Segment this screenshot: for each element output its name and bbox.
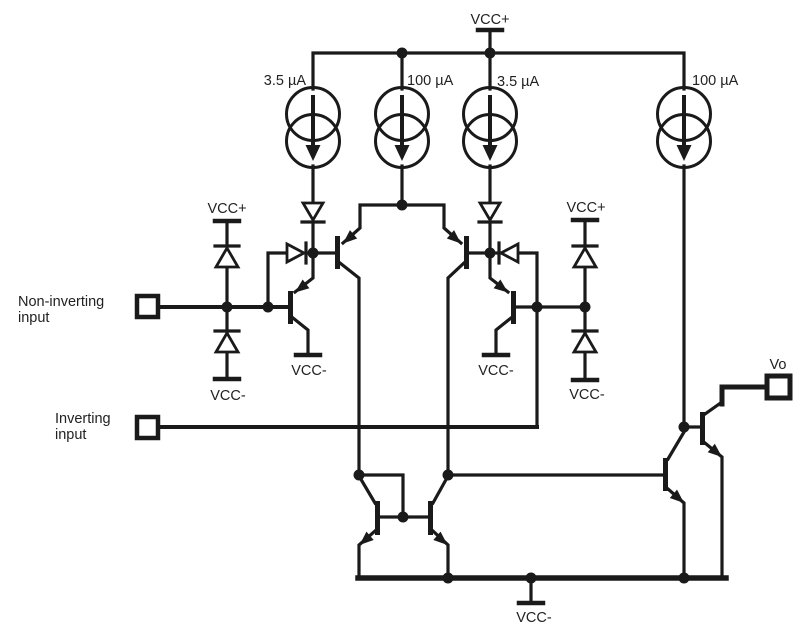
junction-dot xyxy=(484,47,496,59)
junction-dot xyxy=(442,469,454,481)
input-pnp-right-bar xyxy=(511,291,516,324)
protection-diode-right-lower xyxy=(571,329,599,354)
junction-dot xyxy=(397,511,409,523)
protection-diode-left-upper xyxy=(213,244,241,269)
label-current-source-2: 100 µA xyxy=(407,73,454,89)
vo-wire xyxy=(719,384,769,407)
junction-dot xyxy=(442,572,454,584)
current-sources xyxy=(285,86,712,169)
protection-diode-left-lower xyxy=(213,329,241,354)
clamp-left-anode-wire xyxy=(266,251,289,309)
emitter-arrows xyxy=(295,230,722,545)
inverting-input-pad xyxy=(134,414,161,441)
mirror-npn-right-bar xyxy=(428,501,433,535)
mirror-right-collector-wire xyxy=(430,473,451,506)
input-left-collector-wire xyxy=(290,315,310,357)
label-output-vo: Vo xyxy=(770,357,787,373)
diff-collector-left-wire xyxy=(337,260,361,477)
junction-dot xyxy=(531,301,543,313)
noninverting-input-pad xyxy=(134,293,161,320)
label-vcc-minus-left-chain: VCC- xyxy=(210,388,246,404)
power-bars xyxy=(212,27,600,606)
label-vcc-minus-right-chain: VCC- xyxy=(569,387,605,403)
npn-arrow-icon xyxy=(669,489,684,503)
label-vcc-minus-bottom: VCC- xyxy=(516,610,552,626)
current-source-4 xyxy=(656,86,712,169)
pnp-arrow-icon xyxy=(343,230,358,244)
top-rail xyxy=(311,51,686,91)
diodes xyxy=(213,201,599,354)
label-current-source-1: 3.5 µA xyxy=(264,73,307,89)
mirror-npn-left-bar xyxy=(375,501,380,535)
label-noninverting-input-line1: Non-inverting xyxy=(18,294,104,310)
junction-dot xyxy=(484,247,496,259)
label-inverting-input-line2: input xyxy=(55,427,86,443)
junction-dot xyxy=(307,247,319,259)
mirror-tie-wire xyxy=(357,473,405,519)
clamp-right-anode-wire xyxy=(516,251,539,429)
junction-dot xyxy=(396,47,408,59)
label-vcc-plus-top: VCC+ xyxy=(470,12,509,28)
label-vcc-plus-right: VCC+ xyxy=(566,200,605,216)
junction-dot xyxy=(678,572,690,584)
output-upper-collector-wire xyxy=(702,399,725,417)
label-current-source-4: 100 µA xyxy=(692,73,739,89)
arrow-down-icon xyxy=(305,145,321,161)
label-vcc-plus-left: VCC+ xyxy=(207,201,246,217)
label-vcc-minus-left-pair: VCC- xyxy=(291,363,327,379)
current-source-3 xyxy=(462,86,518,169)
junction-dot xyxy=(525,572,537,584)
junction-dot xyxy=(396,199,408,211)
output-upper-emitter-wire xyxy=(702,440,724,580)
current-source-1 xyxy=(285,86,341,169)
label-current-source-3: 3.5 µA xyxy=(497,74,540,90)
junction-dot xyxy=(579,301,591,313)
diff-pnp-right-bar xyxy=(464,236,469,269)
arrow-down-icon xyxy=(482,145,498,161)
protection-diode-right-upper xyxy=(571,244,599,269)
diff-pnp-left-bar xyxy=(335,236,340,269)
arrow-down-icon xyxy=(676,145,692,161)
junction-dot xyxy=(678,421,690,433)
output-pad xyxy=(764,373,793,401)
npn-arrow-icon xyxy=(359,531,374,545)
labels: VCC+ 3.5 µA 100 µA 3.5 µA 100 µA VCC+ VC… xyxy=(18,12,786,626)
input-pnp-left-bar xyxy=(288,291,293,324)
level-shift-diode-left xyxy=(300,201,326,224)
input-right-collector-wire xyxy=(494,315,514,357)
label-inverting-input-line1: Inverting xyxy=(55,411,111,427)
output-lower-emitter-wire xyxy=(665,486,686,580)
output-npn-upper-bar xyxy=(700,412,705,445)
pnp-arrow-icon xyxy=(446,230,461,244)
thick-wires xyxy=(156,305,769,581)
npn-arrow-icon xyxy=(707,443,722,457)
output-npn-lower-bar xyxy=(663,458,668,491)
label-noninverting-input-line2: input xyxy=(18,310,49,326)
npn-arrow-icon xyxy=(433,531,448,545)
pnp-arrow-icon xyxy=(493,279,508,293)
junction-dot xyxy=(353,469,365,481)
junction-dot xyxy=(262,301,274,313)
clamp-diode-right xyxy=(497,241,520,265)
label-vcc-minus-right-pair: VCC- xyxy=(478,363,514,379)
junction-dot xyxy=(221,301,233,313)
transistor-bars xyxy=(288,236,705,535)
terminal-pads xyxy=(134,293,793,441)
clamp-diode-left xyxy=(285,241,308,265)
arrow-down-icon xyxy=(394,145,410,161)
level-shift-diode-right xyxy=(477,201,503,224)
junction-dots xyxy=(221,47,690,584)
mirror-left-collector-wire xyxy=(356,473,378,506)
pnp-arrow-icon xyxy=(295,279,310,293)
current-source-2 xyxy=(374,86,430,169)
diff-collector-right-wire xyxy=(446,260,467,477)
